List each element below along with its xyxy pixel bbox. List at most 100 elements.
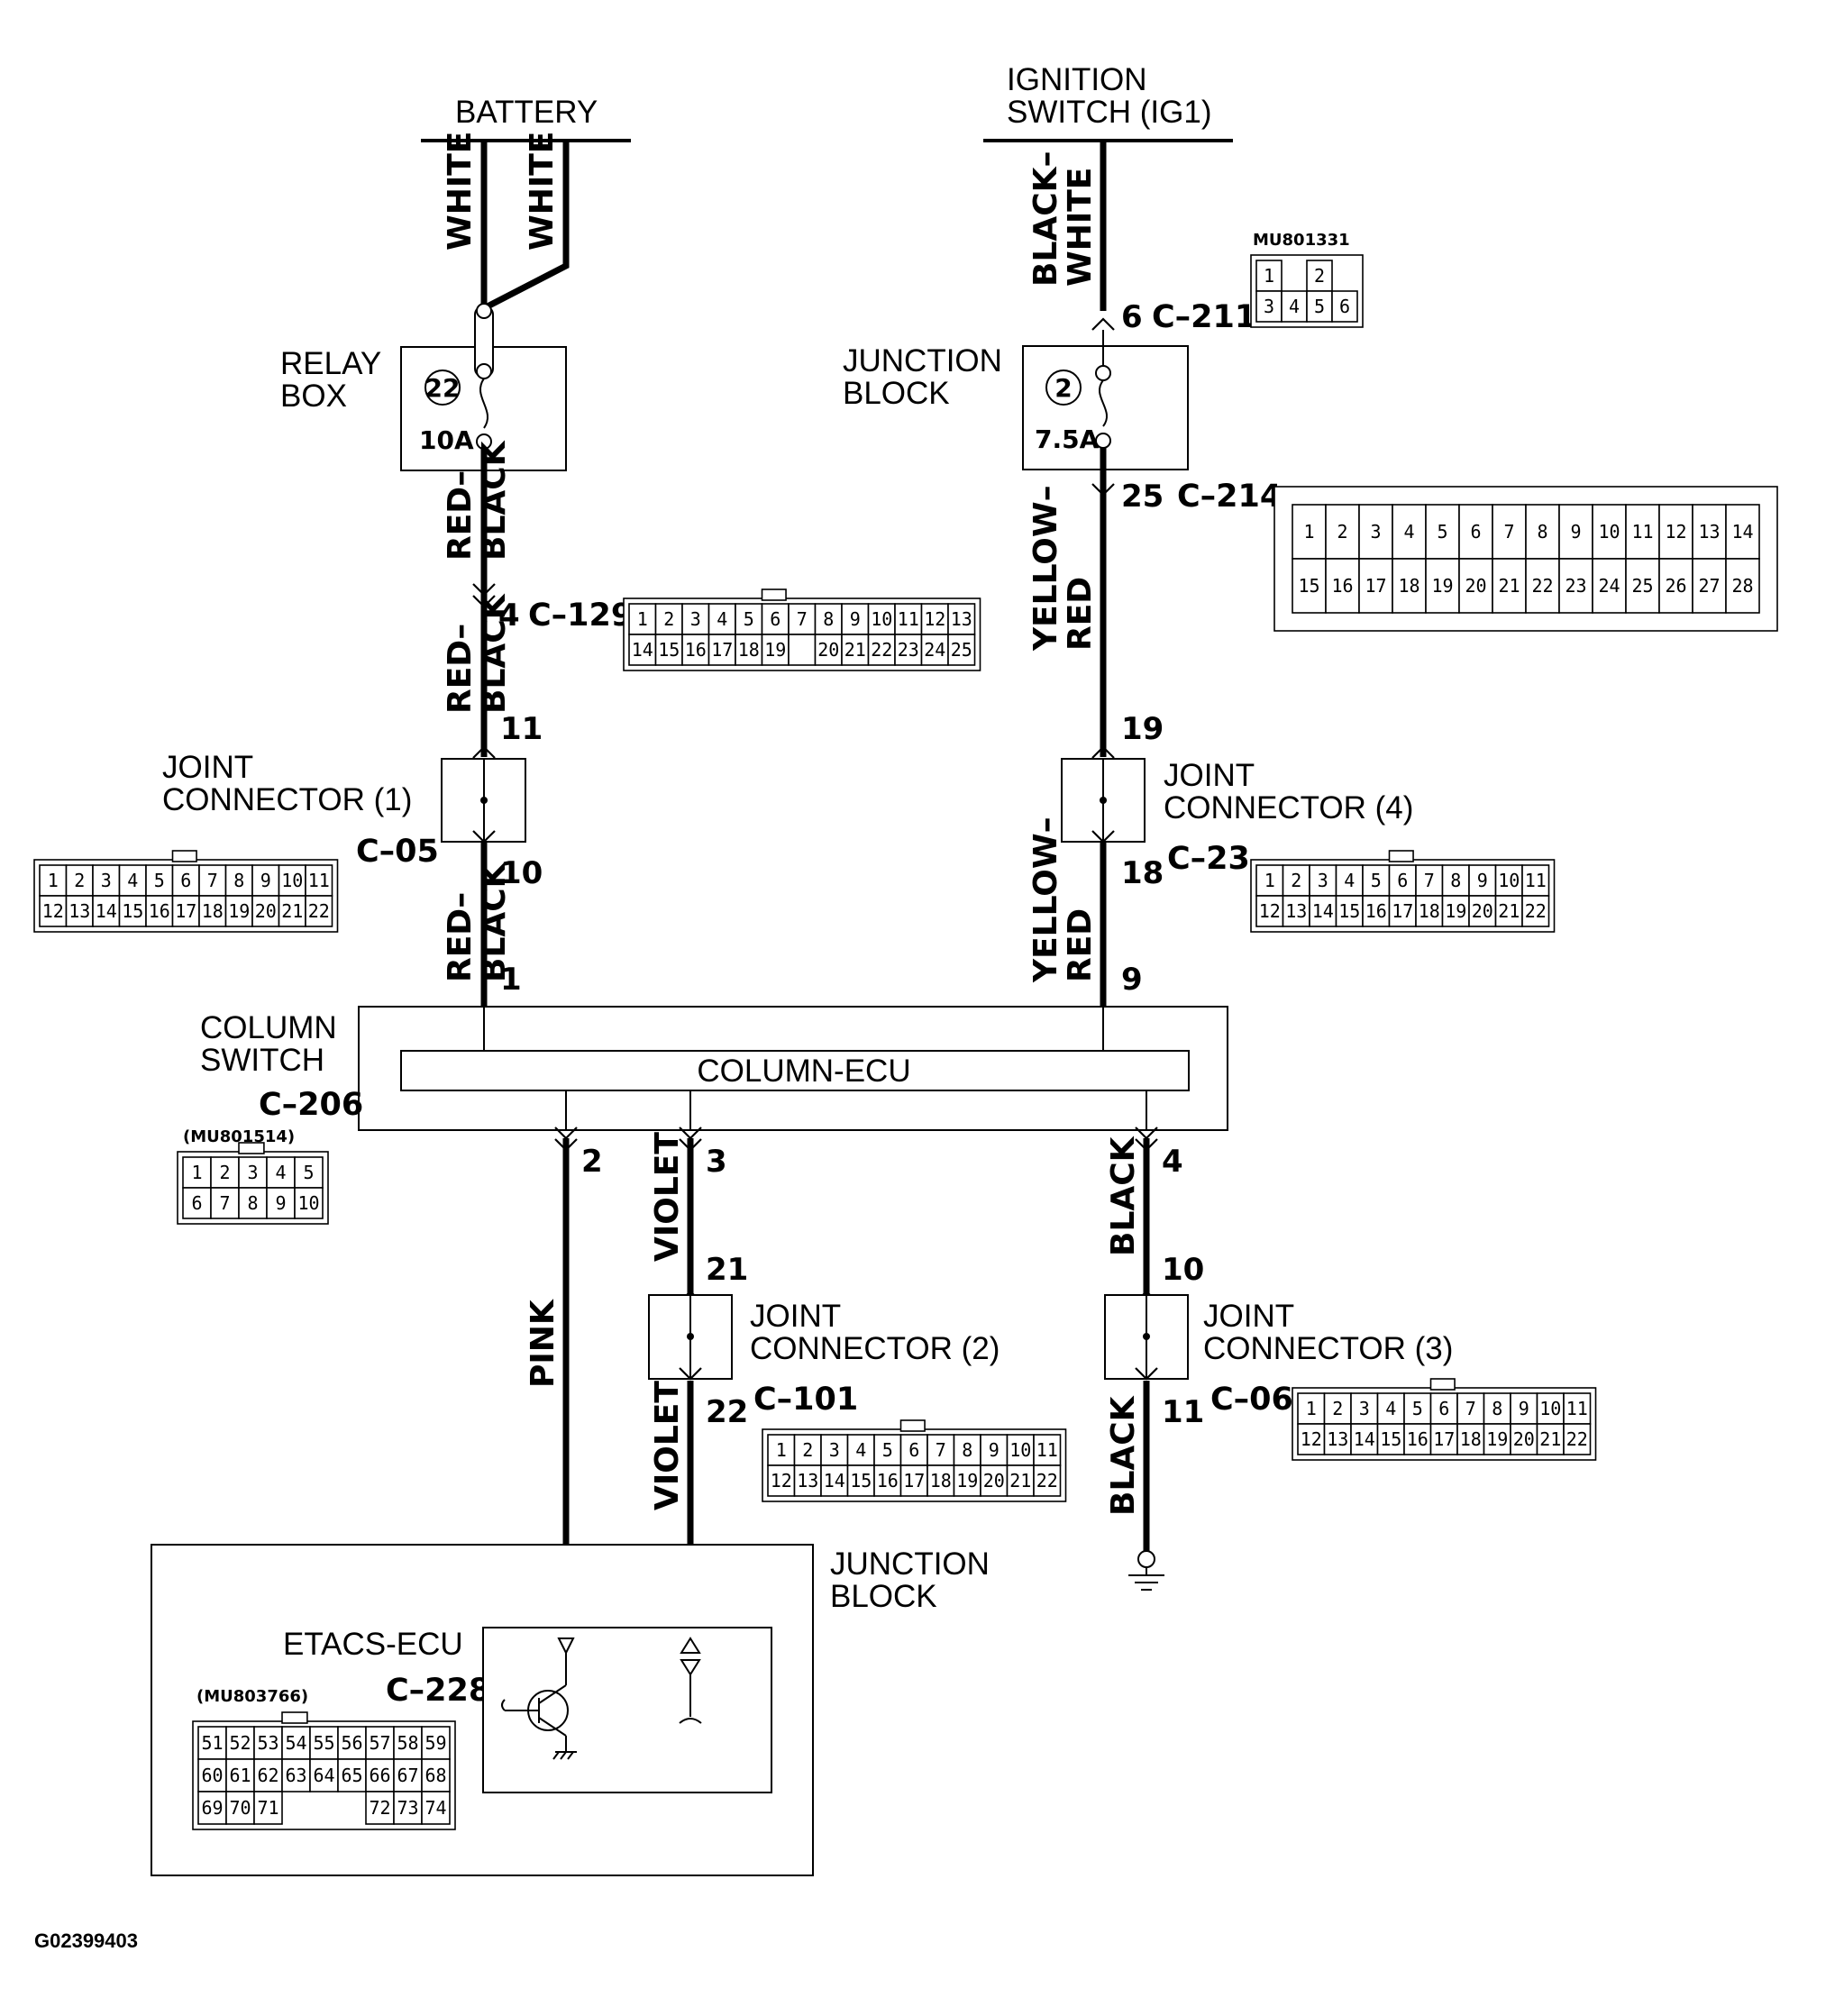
connector-pin-number: 14 — [1312, 900, 1334, 922]
connector-latch — [1388, 850, 1414, 862]
relay-fuse-number: 22 — [425, 373, 461, 403]
connector-cavity — [788, 634, 817, 666]
connector-pin-number: 62 — [257, 1765, 278, 1786]
column-ecu-label: COLUMN-ECU — [697, 1054, 910, 1089]
connector-pin-number: 6 — [770, 608, 781, 630]
connector-pin-number: 2 — [802, 1439, 813, 1461]
jb-fuse-number: 2 — [1054, 373, 1072, 403]
connector-cavity — [814, 603, 843, 635]
jb-fuse-terminal-upper — [1095, 365, 1111, 381]
connector-pin-number: 4 — [275, 1162, 286, 1183]
connector-pin-number: 27 — [1698, 575, 1720, 597]
connector-pin-number: 2 — [1337, 521, 1347, 543]
connector-pin-number: 3 — [690, 608, 701, 630]
pin-jc3-10: 10 — [1162, 1252, 1204, 1288]
connector-pin-number: 5 — [154, 870, 165, 891]
connector-pin-number: 1 — [1264, 265, 1274, 287]
connector-cavity — [927, 1434, 955, 1466]
wire-label-yellow-red-2: YELLOW– — [1027, 816, 1064, 983]
jc2-arrow-bottom — [679, 1367, 702, 1381]
connector-pin-number: 20 — [255, 900, 277, 922]
connector-pin-number: 11 — [898, 608, 919, 630]
connector-pin-number: 19 — [1431, 575, 1453, 597]
connector-cavity — [761, 603, 790, 635]
connector-pin-number: 21 — [1539, 1428, 1561, 1450]
pin-jc1-11: 11 — [500, 711, 543, 747]
wire-label-yellow-red-1b: RED — [1062, 577, 1099, 651]
jb-top-label-1: JUNCTION — [843, 343, 1002, 379]
connector-pin-number: 12 — [42, 900, 64, 922]
connector-pin-number: 25 — [951, 639, 972, 661]
connector-pin-number: 20 — [1472, 900, 1493, 922]
connector-cavity — [224, 895, 253, 927]
connector-pin-number: 5 — [744, 608, 754, 630]
connector-cavity — [793, 1434, 822, 1466]
part-mu801331: MU801331 — [1253, 231, 1350, 250]
connector-cavity — [65, 864, 94, 897]
connector-pin-number: 15 — [850, 1470, 872, 1491]
wire-label-red-black-2b: BLACK — [476, 593, 513, 714]
connector-cavity — [1281, 290, 1308, 323]
pin-c211-6: 6 — [1121, 299, 1143, 335]
pin-jc2-22: 22 — [706, 1394, 748, 1430]
connector-pin-number: 8 — [962, 1439, 972, 1461]
connector-pin-number: 3 — [829, 1439, 840, 1461]
connector-c211-label: C–211 — [1152, 299, 1256, 335]
connector-pin-number: 14 — [96, 900, 117, 922]
connector-pin-number: 3 — [1359, 1398, 1370, 1419]
connector-pin-number: 17 — [903, 1470, 925, 1491]
relay-fuse-terminal-top — [476, 303, 492, 319]
connector-pin-number: 10 — [871, 608, 892, 630]
connector-cavity — [1558, 558, 1593, 614]
pin-c129-4: 4 — [498, 598, 520, 634]
wire-label-black-white: BLACK– — [1027, 151, 1064, 287]
jb-top-label-2: BLOCK — [843, 376, 950, 411]
jc4-label-2: CONNECTOR (4) — [1164, 790, 1413, 826]
connector-pin-number: 19 — [1486, 1428, 1508, 1450]
connector-cavity — [1441, 895, 1470, 927]
connector-pin-number: 23 — [1565, 575, 1586, 597]
connector-cavity — [1563, 1423, 1592, 1455]
connector-cavity — [920, 634, 949, 666]
connector-pin-number: 4 — [1289, 296, 1300, 317]
connector-cavity — [39, 895, 68, 927]
connector-pin-number: 7 — [207, 870, 218, 891]
connector-pin-number: 17 — [711, 639, 733, 661]
connector-pin-number: 10 — [1498, 870, 1520, 891]
connector-pin-number: 65 — [341, 1765, 362, 1786]
connector-cavity — [1362, 864, 1391, 897]
jc1-label-1: JOINT — [162, 750, 253, 785]
connector-pin-number: 21 — [281, 900, 303, 922]
connector-pin-number: 22 — [1531, 575, 1553, 597]
part-mu801514: (MU801514) — [183, 1127, 295, 1146]
connector-pin-number: 19 — [228, 900, 250, 922]
jc1-label-2: CONNECTOR (1) — [162, 782, 412, 817]
connector-cavity — [1536, 1392, 1565, 1425]
connector-cavity — [841, 603, 870, 635]
connector-cavity — [1521, 864, 1550, 897]
jb-bottom-label-1: JUNCTION — [830, 1546, 990, 1582]
connector-pin-number: 51 — [201, 1732, 223, 1754]
pin-col-9: 9 — [1121, 962, 1143, 998]
connector-cavity — [820, 1464, 849, 1497]
column-ecu-box — [400, 1050, 1190, 1091]
connector-pin-number: 22 — [871, 639, 892, 661]
connector-pin-number: 14 — [1354, 1428, 1375, 1450]
connector-cavity — [899, 1464, 928, 1497]
connector-pin-number: 16 — [1331, 575, 1353, 597]
connector-pin-number: 19 — [764, 639, 786, 661]
connector-cavity — [1335, 895, 1364, 927]
connector-pin-number: 4 — [855, 1439, 866, 1461]
wire-label-black-1: BLACK — [1105, 1136, 1142, 1256]
connector-pin-number: 9 — [1519, 1398, 1529, 1419]
connector-pin-number: 12 — [1259, 900, 1281, 922]
connector-pin-number: 13 — [797, 1470, 818, 1491]
connector-pin-number: 15 — [1380, 1428, 1401, 1450]
connector-cavity — [1358, 558, 1393, 614]
pin-col-4: 4 — [1162, 1144, 1183, 1180]
battery-wire-b — [482, 141, 570, 312]
